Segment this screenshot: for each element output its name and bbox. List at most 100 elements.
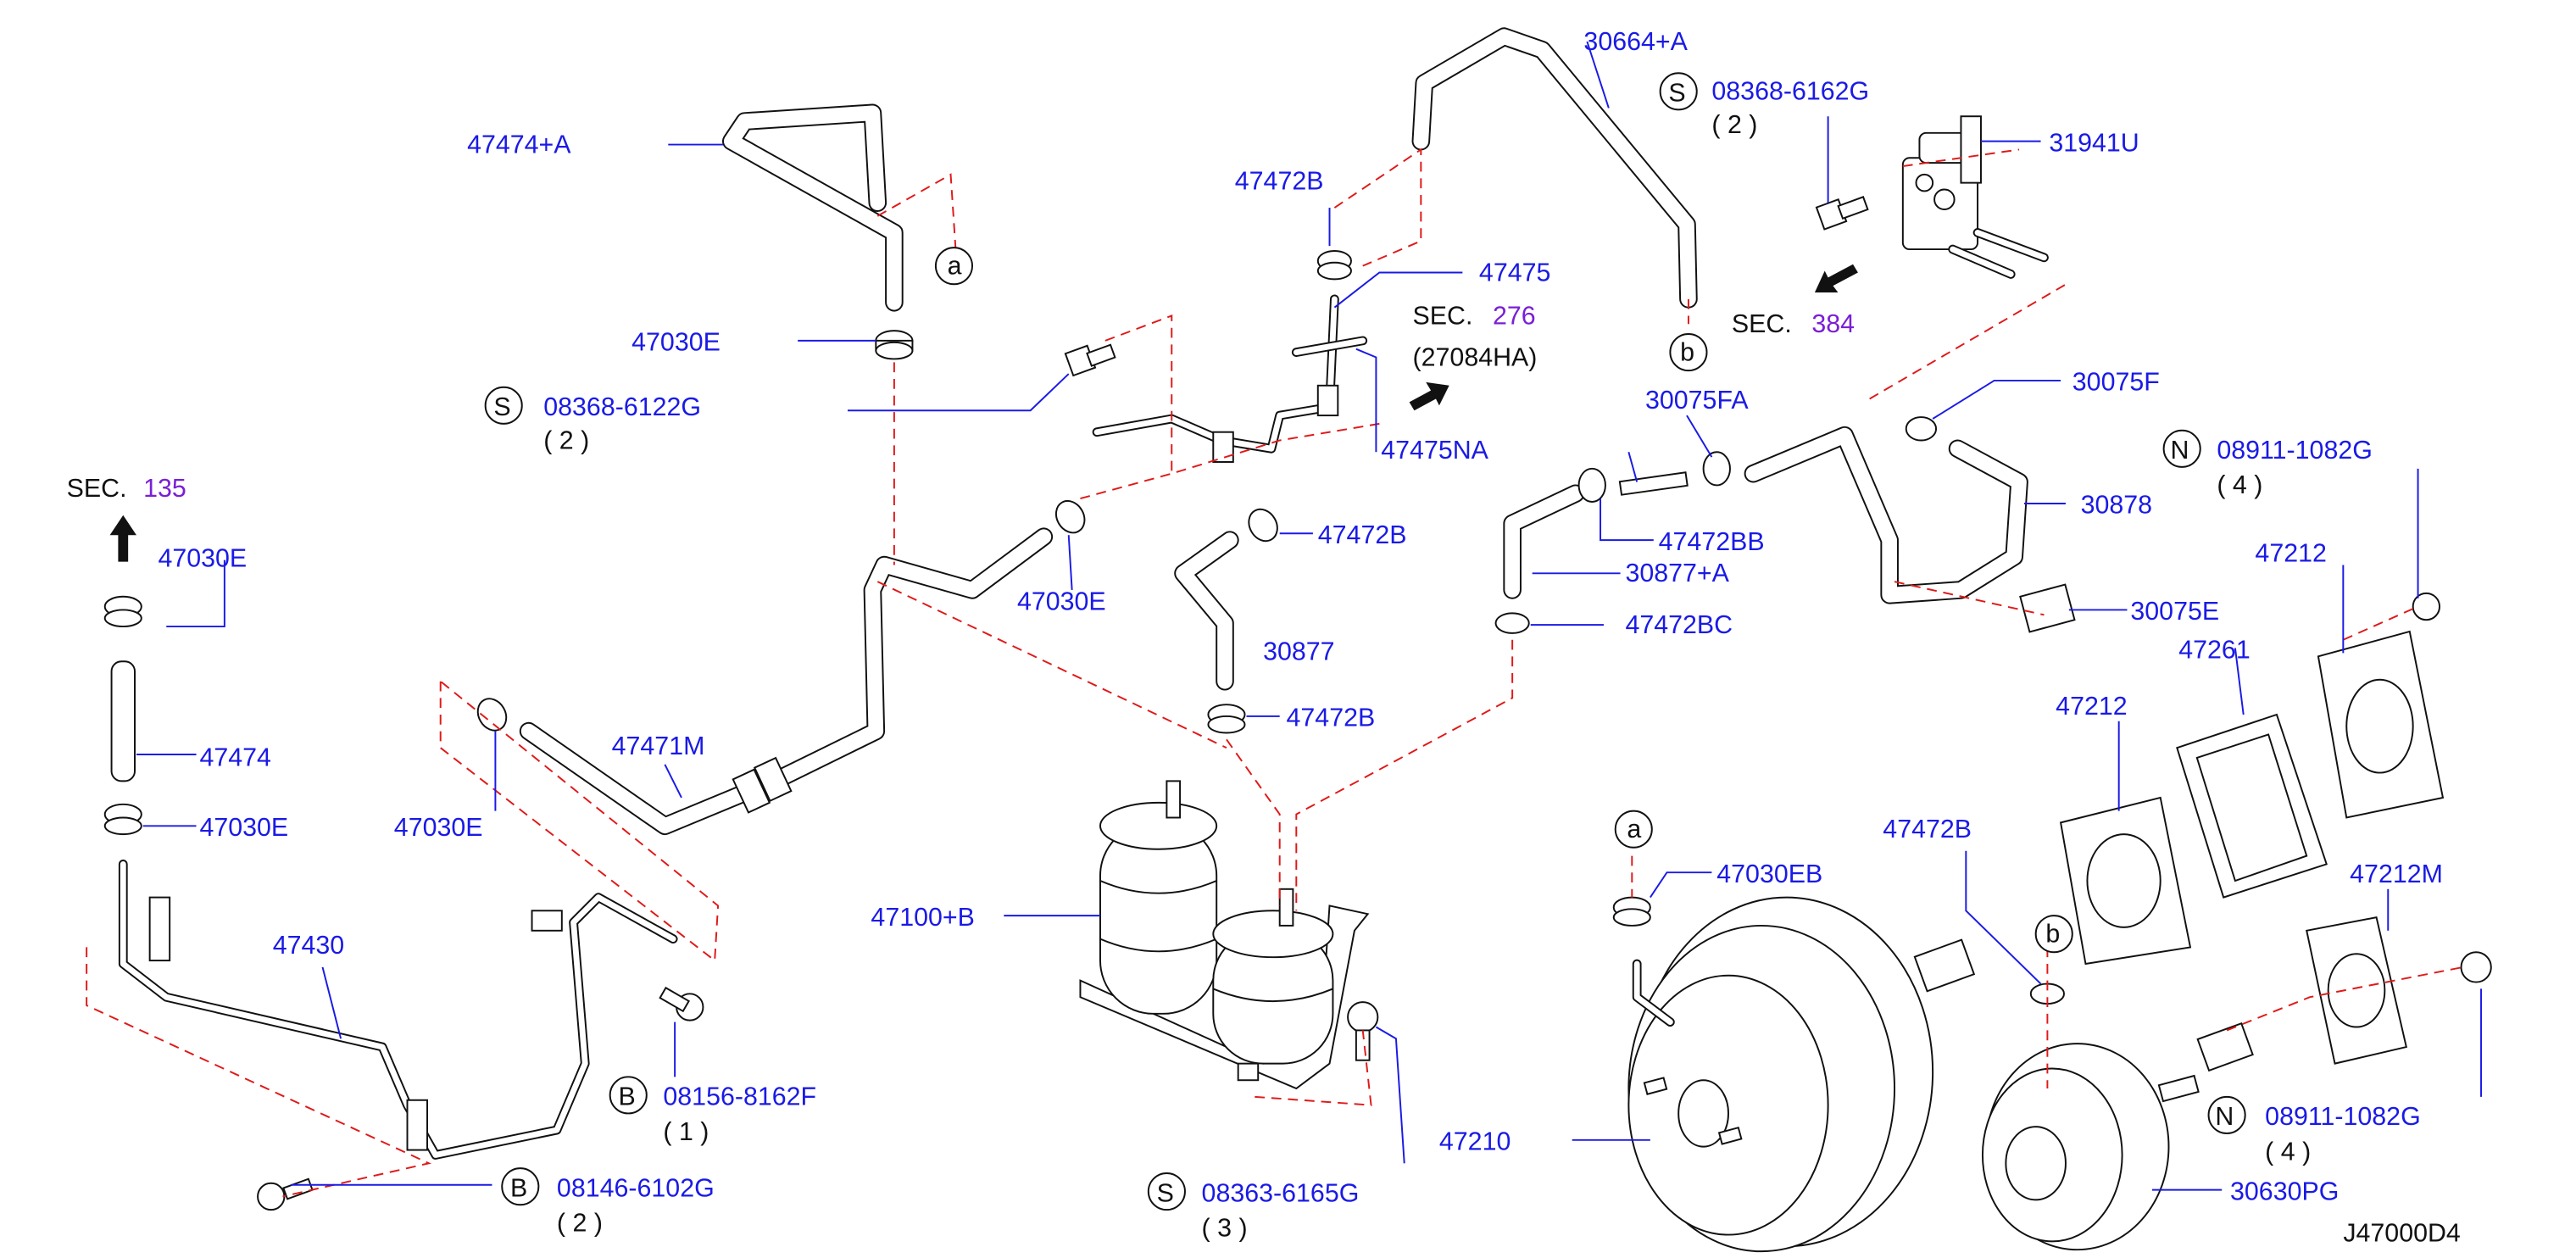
label-47474a: 47474+A <box>467 130 571 159</box>
label-47030e-low: 47030E <box>199 813 288 842</box>
qty-08363-6165g: ( 3 ) <box>1202 1214 1248 1243</box>
drawing-layer <box>103 27 2492 1253</box>
label-31941u: 31941U <box>2049 128 2139 157</box>
label-47212-mid: 47212 <box>2056 692 2127 721</box>
label-47210: 47210 <box>1439 1127 1511 1156</box>
label-30075e: 30075E <box>2130 597 2219 626</box>
sec-135: SEC.135 <box>67 474 186 503</box>
leader-lines <box>136 41 2483 1191</box>
clamp-47472b-mid <box>1248 508 1278 543</box>
gasket-47212-mid <box>2059 796 2192 966</box>
label-47430: 47430 <box>273 931 344 960</box>
valve-31941u <box>1901 115 2049 279</box>
diagram-id: J47000D4 <box>2343 1218 2460 1247</box>
marker-a-2: a <box>1627 815 1641 843</box>
label-30075f: 30075F <box>2072 368 2160 397</box>
label-47471m: 47471M <box>612 732 705 760</box>
label-08368-6122g: 08368-6122G <box>543 392 701 421</box>
qty-08911-1082g-low: ( 4 ) <box>2265 1137 2311 1166</box>
label-47261: 47261 <box>2178 635 2250 664</box>
tube-47430 <box>118 860 678 1160</box>
hose-30878 <box>1744 426 2028 604</box>
gasket-47212-top <box>2317 630 2445 819</box>
clamp-47030e-top <box>875 330 914 360</box>
label-47030e-left: 47030E <box>158 543 247 572</box>
marker-b-2: b <box>2045 920 2060 949</box>
bolt-08368-6162g <box>1815 196 1869 231</box>
label-30630pg: 30630PG <box>2230 1177 2339 1205</box>
label-30877: 30877 <box>1263 637 1334 665</box>
marker-a-1: a <box>948 251 962 280</box>
label-08156-8162f: 08156-8162F <box>663 1083 816 1111</box>
pipe-47475 <box>1092 294 1368 463</box>
symbol-s-2: S <box>493 392 510 421</box>
hose-30877 <box>1174 531 1239 691</box>
label-47212-top: 47212 <box>2255 539 2326 568</box>
label-47475: 47475 <box>1479 258 1550 287</box>
hose-30664a <box>1411 27 1698 309</box>
clamp-47472bc <box>1494 612 1530 634</box>
clamp-47472bb <box>1577 467 1606 504</box>
clamp-47030e-mid <box>1054 499 1086 534</box>
label-08146-6102g: 08146-6102G <box>557 1173 715 1202</box>
qty-08156-8162f: ( 1 ) <box>663 1117 709 1146</box>
connection-lines <box>86 148 2463 1198</box>
arrow-up-icon <box>109 515 136 562</box>
label-47472bc: 47472BC <box>1625 610 1733 639</box>
label-47030e-lowleft: 47030E <box>394 813 483 842</box>
sec-384: SEC.384 <box>1732 309 1855 338</box>
arrow-right-icon <box>1409 381 1449 411</box>
clamp-47472b-top <box>1316 250 1352 281</box>
label-47472b-top: 47472B <box>1235 166 1324 195</box>
label-08363-6165g: 08363-6165G <box>1202 1178 1360 1207</box>
hose-30877a <box>1503 484 1585 599</box>
symbol-b-1: B <box>618 1083 635 1111</box>
label-47030eb: 47030EB <box>1716 860 1822 888</box>
bracket-30075e <box>2019 583 2076 633</box>
qty-08911-1082g-top: ( 4 ) <box>2217 470 2262 499</box>
label-47472bb: 47472BB <box>1659 527 1765 556</box>
symbol-circles <box>484 72 2246 1211</box>
label-47472b-right: 47472B <box>1883 815 1972 843</box>
booster-30630pg <box>1981 1021 2254 1251</box>
sec-276: SEC.276 <box>1413 301 1536 330</box>
label-47472b-low: 47472B <box>1287 704 1376 732</box>
gasket-47212m <box>2306 916 2408 1065</box>
label-47030e-top: 47030E <box>631 328 721 357</box>
bolt-08368-6122g <box>1064 343 1116 377</box>
section-arrows <box>109 264 1858 562</box>
clamp-47030eb <box>1612 896 1651 927</box>
label-47475na: 47475NA <box>1381 436 1488 465</box>
symbol-b-2: B <box>510 1173 527 1202</box>
bolt-08146-6102g <box>257 1177 314 1211</box>
qty-08368-6122g: ( 2 ) <box>543 426 589 454</box>
label-30877a: 30877+A <box>1625 559 1729 587</box>
labels: S S N B N B S a b a b SEC.135 SEC.276 (2… <box>67 27 2461 1248</box>
canister-47100b <box>1079 780 1370 1090</box>
sec-276-sub: (27084HA) <box>1413 342 1538 371</box>
symbol-s-1: S <box>1668 79 1685 108</box>
label-30075fa: 30075FA <box>1645 386 1749 415</box>
label-30664a: 30664+A <box>1583 27 1688 56</box>
plate-47261 <box>2176 713 2328 899</box>
connector-30075fa <box>1618 451 1731 496</box>
nut-08911-1082g-low <box>2460 951 2492 983</box>
label-47030e-mid: 47030E <box>1017 587 1106 615</box>
label-47212m: 47212M <box>2350 860 2443 888</box>
booster-47210 <box>1627 896 1976 1253</box>
label-47472b-mid: 47472B <box>1318 520 1407 549</box>
label-47474: 47474 <box>199 743 270 772</box>
clamp-47472b-low <box>1207 704 1246 734</box>
hose-47474a <box>721 103 904 312</box>
symbol-n-1: N <box>2170 436 2189 465</box>
symbol-n-2: N <box>2215 1102 2234 1131</box>
label-08911-1082g-top: 08911-1082G <box>2217 436 2373 465</box>
bolt-08156-8162f <box>659 986 704 1021</box>
hose-47474 <box>103 595 142 836</box>
qty-08368-6162g: ( 2 ) <box>1711 110 1757 139</box>
symbol-s-3: S <box>1157 1178 1174 1207</box>
hose-47471m <box>519 527 1054 836</box>
label-30878: 30878 <box>2081 491 2152 520</box>
arrow-left-icon <box>1814 264 1858 293</box>
